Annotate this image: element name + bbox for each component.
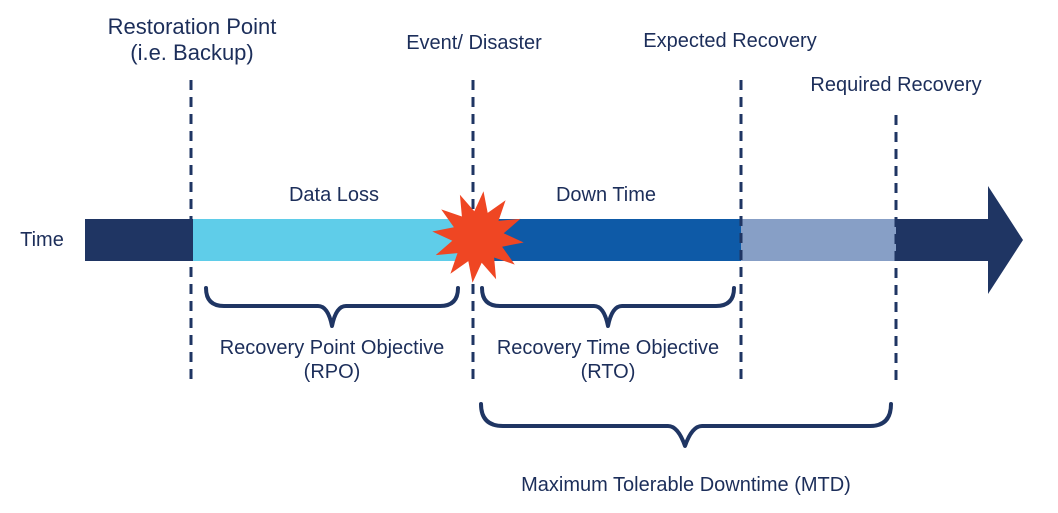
disaster-burst-icon <box>432 191 524 283</box>
rto-brace <box>480 286 736 328</box>
restoration-point-title: Restoration Point <box>107 14 277 39</box>
expected-recovery-label: Expected Recovery <box>643 30 817 52</box>
rpo-label: Recovery Point Objective (RPO) <box>192 336 472 384</box>
mtd-brace <box>479 402 893 448</box>
rto-label: Recovery Time Objective (RTO) <box>468 336 748 384</box>
rpo-title: Recovery Point Objective <box>219 337 445 359</box>
data-loss-label: Data Loss <box>288 184 380 206</box>
rpo-abbreviation: (RPO) <box>303 361 361 383</box>
timeline-start-segment <box>85 219 193 261</box>
mtd-label: Maximum Tolerable Downtime (MTD) <box>521 474 851 496</box>
timeline-arrow-head <box>896 186 1023 294</box>
rto-title: Recovery Time Objective <box>496 337 720 359</box>
required-recovery-label: Required Recovery <box>810 74 982 96</box>
data-loss-segment <box>193 219 473 261</box>
event-label: Event/ Disaster <box>406 32 542 54</box>
time-label: Time <box>20 229 64 251</box>
rto-abbreviation: (RTO) <box>580 361 636 383</box>
buffer-segment <box>741 219 896 261</box>
restoration-point-label: Restoration Point (i.e. Backup) <box>92 14 292 67</box>
restoration-point-subtitle: (i.e. Backup) <box>130 40 254 66</box>
down-time-label: Down Time <box>555 184 657 206</box>
rpo-brace <box>204 286 460 328</box>
